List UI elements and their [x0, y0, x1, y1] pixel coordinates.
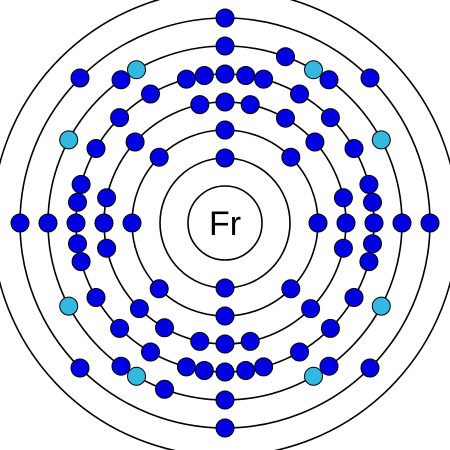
- element-symbol: Fr: [209, 205, 241, 243]
- electron-shell-5-1: [215, 36, 235, 56]
- electron-shell-3-4: [94, 213, 114, 233]
- electron-shell-5-14: [371, 296, 391, 316]
- electron-shell-4-32: [68, 192, 87, 212]
- electrons: [10, 8, 440, 438]
- electron-shell-5-11: [127, 366, 146, 386]
- electron-shell-3-9: [240, 95, 260, 115]
- electron-shell-5-4: [38, 213, 58, 233]
- electron-shell-3-3: [336, 213, 356, 233]
- electron-shell-4-7: [110, 318, 130, 338]
- electron-shell-4-16: [71, 174, 91, 194]
- electron-shell-5-3: [392, 213, 412, 233]
- electron-shell-4-24: [86, 139, 106, 158]
- electron-shell-4-10: [254, 357, 274, 377]
- electron-shell-4-30: [363, 234, 382, 254]
- electron-shell-5-17: [276, 47, 295, 67]
- electron-shell-3-18: [155, 318, 174, 338]
- electron-shell-4-29: [363, 192, 382, 212]
- electron-shell-5-12: [127, 60, 146, 80]
- electron-shell-2-7: [149, 279, 169, 299]
- electron-shell-2-1: [215, 120, 235, 140]
- electron-shell-6-3: [420, 213, 440, 233]
- electron-shell-4-22: [344, 288, 364, 307]
- electron-shell-4-20: [141, 84, 160, 104]
- electron-shell-1-2: [215, 278, 235, 298]
- electron-shell-4-3: [364, 213, 384, 233]
- electron-shell-6-1: [215, 8, 235, 28]
- electron-shell-4-21: [344, 139, 364, 158]
- electron-shell-3-12: [190, 95, 210, 115]
- electron-shell-3-7: [129, 299, 149, 319]
- electron-shell-3-5: [305, 132, 325, 152]
- electron-shell-4-19: [141, 342, 160, 362]
- electron-shell-4-6: [320, 318, 340, 338]
- electron-shell-3-6: [301, 299, 321, 319]
- electron-shell-4-8: [110, 108, 130, 128]
- electron-shell-6-8: [70, 68, 90, 88]
- electron-shell-2-4: [122, 213, 142, 233]
- electron-shell-4-9: [254, 69, 274, 89]
- electron-shell-6-4: [10, 213, 30, 233]
- electron-shell-5-5: [319, 70, 339, 90]
- electron-shell-6-7: [70, 358, 90, 378]
- electron-shell-5-10: [304, 366, 323, 386]
- electron-shell-5-9: [304, 60, 323, 80]
- electron-shell-3-8: [125, 132, 145, 152]
- electron-shell-3-1: [215, 92, 235, 112]
- electron-shell-6-2: [215, 418, 235, 438]
- electron-shell-4-15: [71, 252, 91, 272]
- electron-shell-2-5: [281, 147, 301, 167]
- electron-shell-4-11: [176, 357, 196, 377]
- electron-shell-2-3: [215, 306, 235, 326]
- electron-shell-2-6: [281, 279, 301, 299]
- electron-shell-4-2: [215, 362, 235, 382]
- electron-shell-5-8: [111, 70, 131, 90]
- electron-shell-3-13: [333, 188, 353, 208]
- electron-shell-3-14: [333, 238, 353, 258]
- nucleus: [187, 185, 263, 261]
- electron-shell-6-6: [360, 358, 380, 378]
- electron-shell-4-14: [359, 252, 379, 272]
- electron-shell-3-2: [215, 334, 235, 354]
- electron-shell-3-17: [276, 108, 295, 128]
- electron-shell-4-31: [68, 234, 87, 254]
- electron-shell-4-5: [320, 108, 340, 128]
- electron-shell-4-17: [290, 84, 309, 104]
- electron-shell-3-10: [240, 331, 260, 351]
- electron-shell-4-12: [176, 69, 196, 89]
- electron-shell-5-7: [111, 356, 131, 376]
- electron-shell-5-2: [215, 390, 235, 410]
- electron-shell-1-1: [215, 148, 235, 168]
- electron-shell-4-27: [194, 361, 214, 380]
- electron-shell-4-28: [194, 66, 214, 85]
- electron-shell-4-1: [215, 64, 235, 84]
- electron-shell-4-13: [359, 174, 379, 194]
- electron-shell-2-2: [308, 213, 328, 233]
- electron-shell-5-16: [59, 130, 79, 150]
- electron-shell-6-5: [360, 68, 380, 88]
- electron-shell-3-11: [190, 331, 210, 351]
- electron-shell-3-15: [97, 238, 117, 258]
- electron-shell-5-15: [59, 296, 79, 316]
- electron-shell-4-26: [236, 361, 256, 380]
- electron-shell-4-25: [236, 66, 256, 85]
- electron-shell-4-23: [86, 288, 106, 307]
- electron-shell-4-18: [290, 342, 309, 362]
- electron-shell-3-16: [97, 188, 117, 208]
- electron-shell-4-4: [66, 213, 86, 233]
- electron-shell-5-6: [319, 356, 339, 376]
- electron-shell-5-18: [155, 379, 174, 399]
- electron-shell-5-13: [371, 130, 391, 150]
- electron-shell-2-8: [149, 147, 169, 167]
